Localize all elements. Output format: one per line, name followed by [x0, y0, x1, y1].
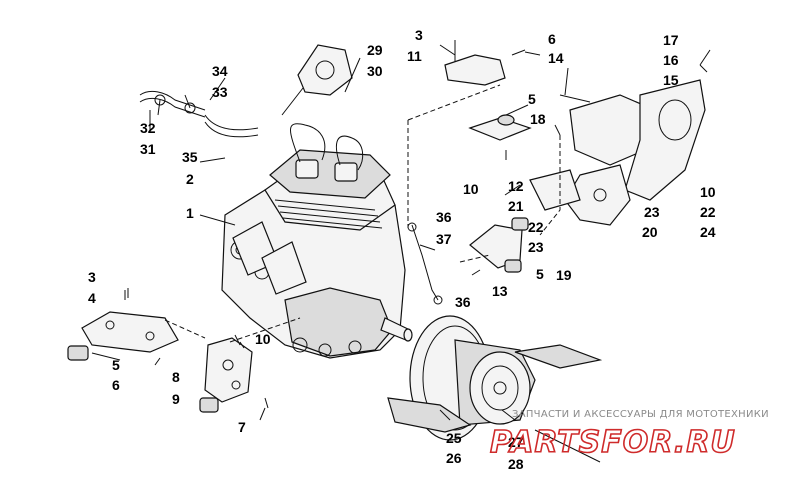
top-mount-bracket — [444, 40, 526, 86]
callout-5-mid: 5 — [536, 266, 544, 282]
callout-27: 27 — [508, 434, 524, 450]
callout-33: 33 — [212, 84, 228, 100]
callout-22-mid: 22 — [528, 219, 544, 235]
callout-26: 26 — [446, 450, 462, 466]
callout-30: 30 — [367, 63, 383, 79]
callout-22-right: 22 — [700, 204, 716, 220]
callout-6-left: 6 — [112, 377, 120, 393]
callout-23-mid: 23 — [528, 239, 544, 255]
callout-23-right: 23 — [644, 204, 660, 220]
callout-8: 8 — [172, 369, 180, 385]
callout-12: 12 — [508, 178, 524, 194]
drive-belt — [387, 344, 603, 433]
callout-20: 20 — [642, 224, 658, 240]
callout-2: 2 — [186, 171, 194, 187]
side-bracket — [469, 217, 529, 273]
callout-9: 9 — [172, 391, 180, 407]
callout-10-mid: 10 — [463, 181, 479, 197]
callout-36-bot: 36 — [455, 294, 471, 310]
callout-7: 7 — [238, 419, 246, 435]
callout-10-low: 10 — [255, 331, 271, 347]
callout-36-top: 36 — [436, 209, 452, 225]
callout-6-top: 6 — [548, 31, 556, 47]
callout-4: 4 — [88, 290, 96, 306]
callout-16: 16 — [663, 52, 679, 68]
coolant-hoses — [139, 90, 259, 138]
callout-17: 17 — [663, 32, 679, 48]
callout-3-top: 3 — [415, 27, 423, 43]
callout-34: 34 — [212, 63, 228, 79]
dashed-leaders — [164, 84, 561, 343]
lower-mount-bracket — [199, 337, 269, 413]
callout-5-top: 5 — [528, 91, 536, 107]
front-mount-bracket — [67, 288, 179, 366]
callout-labels: 29 30 34 33 32 31 35 2 1 3 11 6 14 5 17 … — [88, 27, 716, 472]
watermark: ЗАПЧАСТИ И АКСЕССУАРЫ ДЛЯ МОТОТЕХНИКИ PA… — [489, 409, 769, 461]
callout-10-right: 10 — [700, 184, 716, 200]
callout-1: 1 — [186, 205, 194, 221]
callout-11: 11 — [407, 48, 422, 64]
watermark-tagline: ЗАПЧАСТИ И АКСЕССУАРЫ ДЛЯ МОТОТЕХНИКИ — [512, 409, 769, 420]
leader-lines — [91, 44, 711, 421]
callout-29: 29 — [367, 42, 383, 58]
callout-3-left: 3 — [88, 269, 96, 285]
callout-25: 25 — [446, 430, 462, 446]
callout-31: 31 — [140, 141, 156, 157]
chaincase-bracket — [529, 64, 708, 226]
callout-19: 19 — [556, 267, 572, 283]
engine-block — [221, 44, 413, 359]
callout-35: 35 — [182, 149, 198, 165]
callout-13: 13 — [492, 283, 508, 299]
callout-18: 18 — [530, 111, 546, 127]
callout-21: 21 — [508, 198, 524, 214]
callout-14: 14 — [548, 50, 564, 66]
callout-24: 24 — [700, 224, 716, 240]
callout-15: 15 — [663, 72, 679, 88]
callout-37: 37 — [436, 231, 452, 247]
mount-plate — [468, 114, 532, 160]
callout-5-left: 5 — [112, 357, 120, 373]
watermark-logo: PARTSFOR.RU — [490, 425, 736, 460]
callout-32: 32 — [140, 120, 156, 136]
callout-28: 28 — [508, 456, 524, 472]
